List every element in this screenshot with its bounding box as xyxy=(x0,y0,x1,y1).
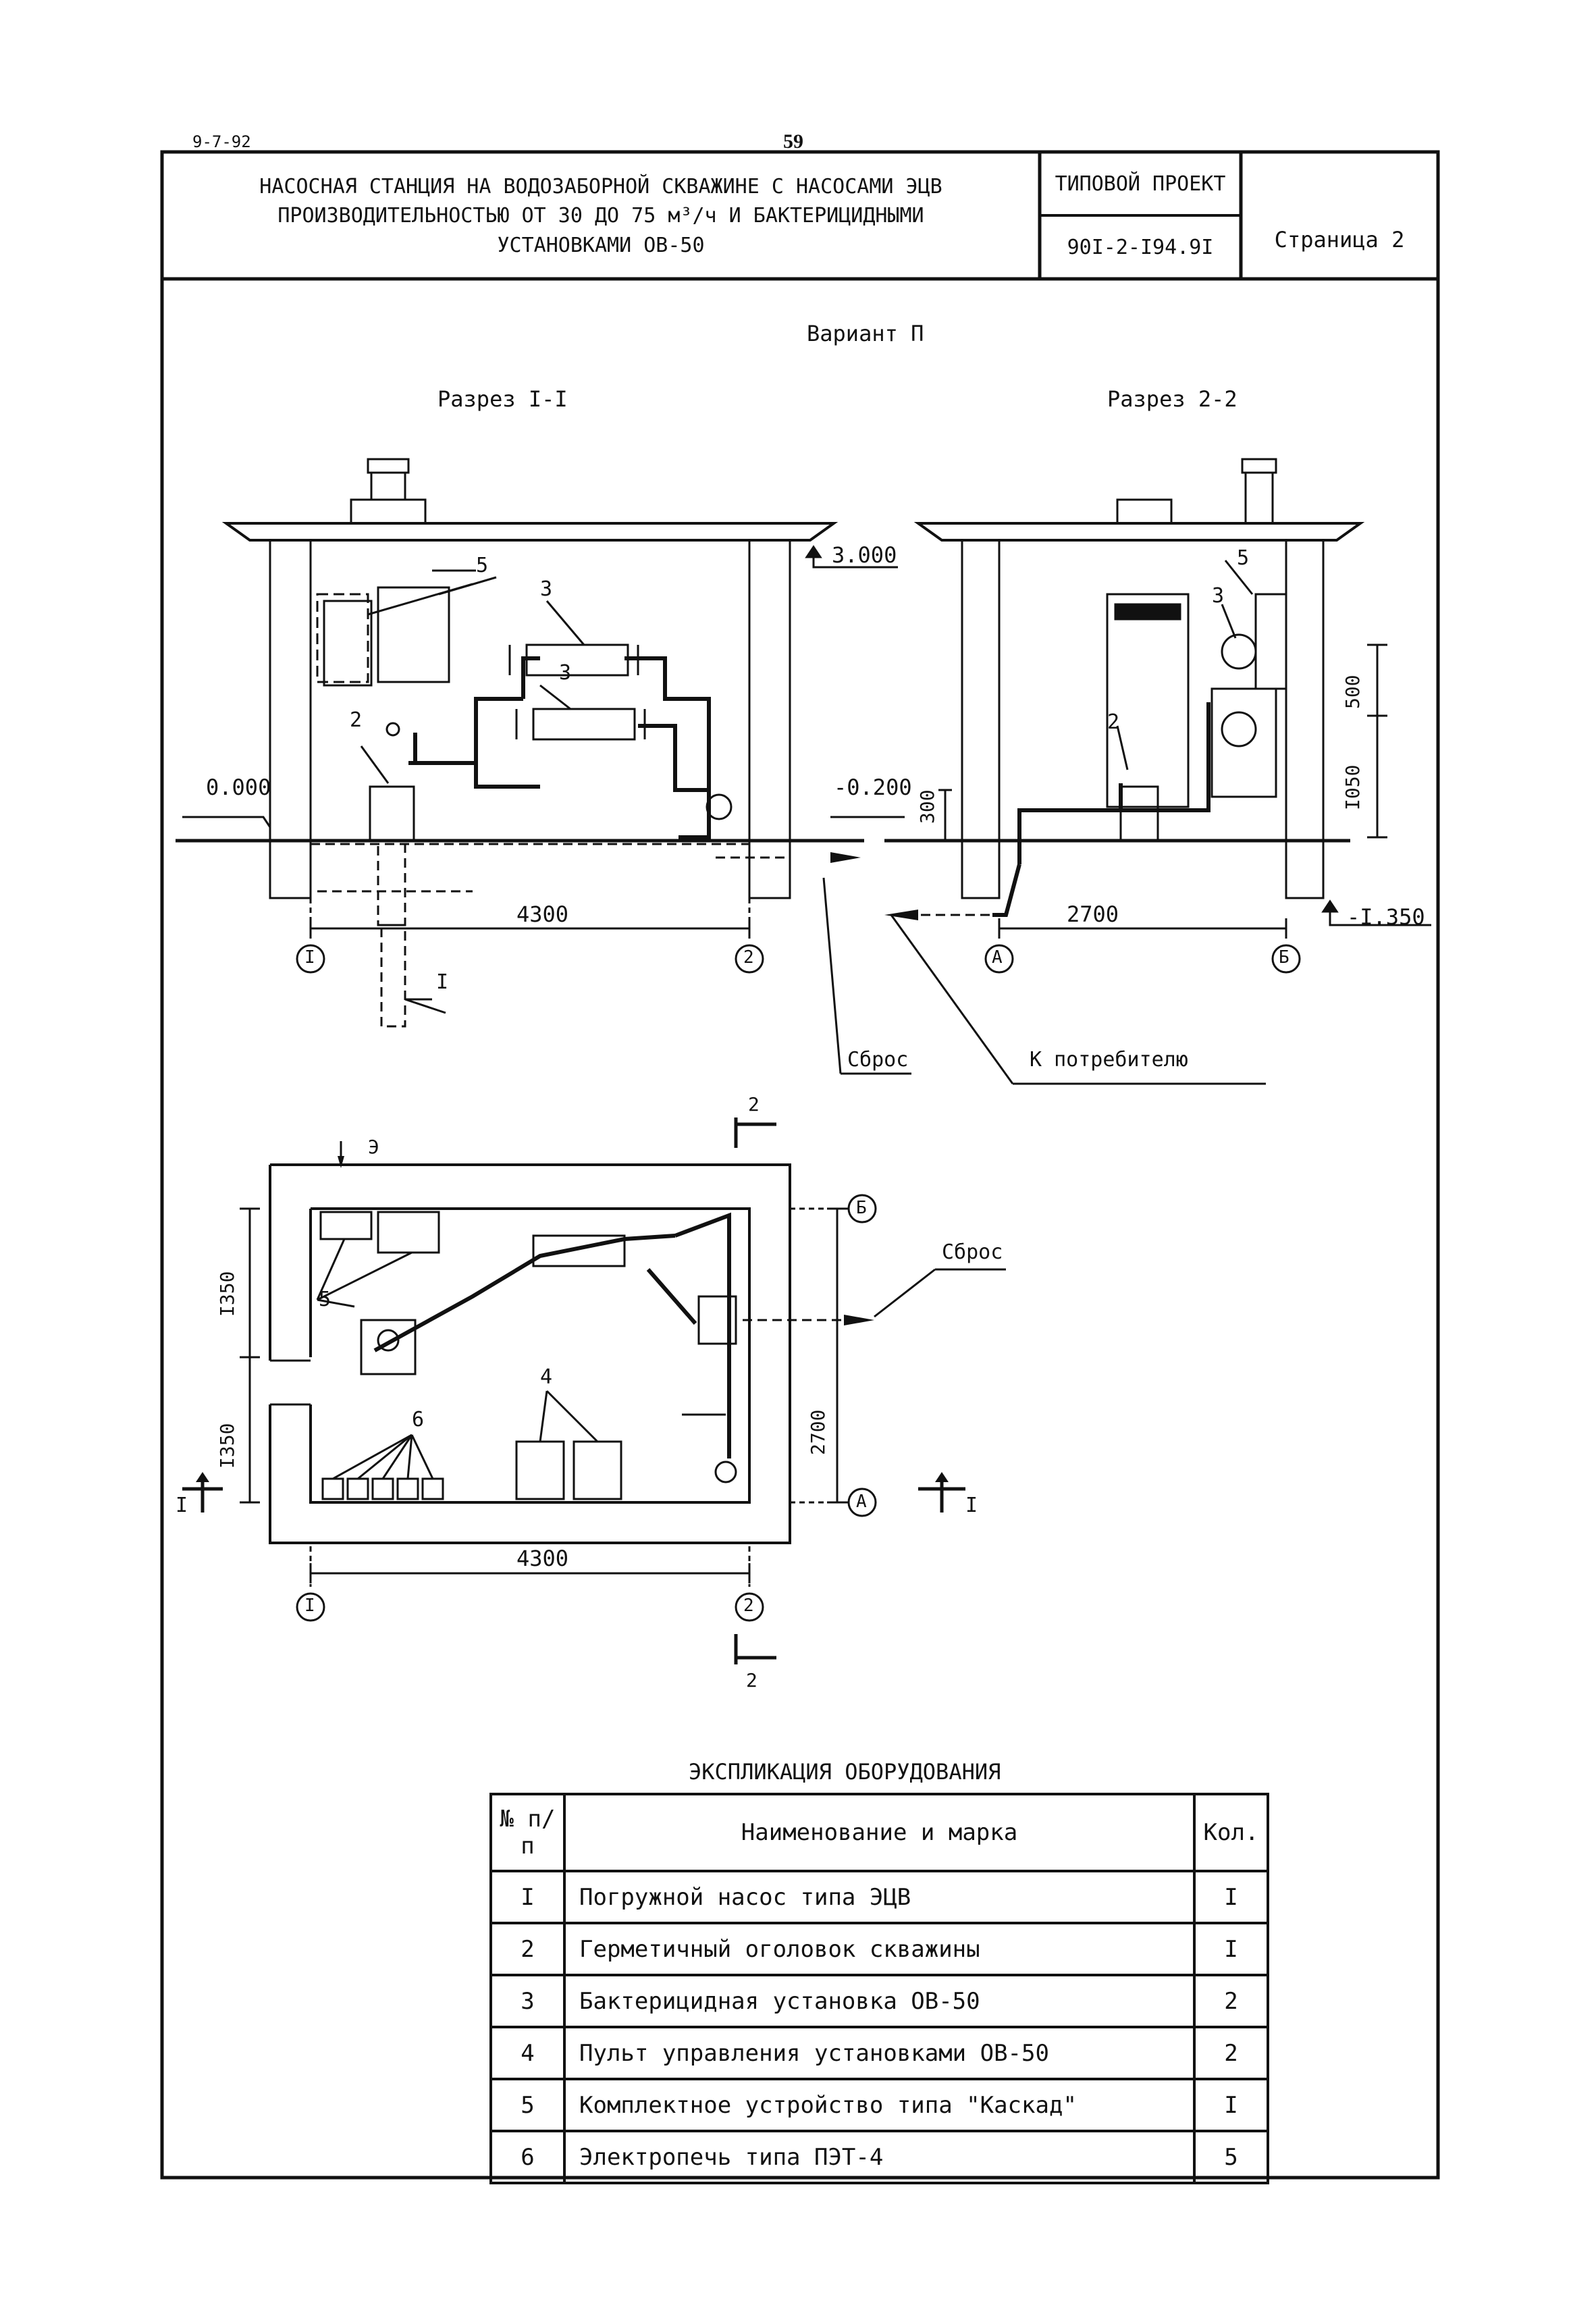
section-2-width-dim: 2700 xyxy=(1067,901,1119,927)
callout-5-s2: 5 xyxy=(1237,546,1250,570)
row-name: Герметичный оголовок скважины xyxy=(563,1922,1196,1976)
plan-dim-4300: 4300 xyxy=(516,1546,569,1571)
plan-callout-5: 5 xyxy=(319,1288,331,1311)
section-mark-1-left: I xyxy=(176,1494,188,1517)
callout-1: I xyxy=(436,970,449,994)
elevation-floor: 0.000 xyxy=(206,774,271,800)
col-qty-header: Кол. xyxy=(1193,1793,1269,1872)
plan-dim-2700: 2700 xyxy=(807,1409,829,1455)
plan-callout-6: 6 xyxy=(412,1408,425,1431)
doc-code: 9-7-92 xyxy=(192,132,251,151)
title-line-1: НАСОСНАЯ СТАНЦИЯ НА ВОДОЗАБОРНОЙ СКВАЖИН… xyxy=(259,174,942,199)
explication-table: № п/п Наименование и марка Кол. I Погруж… xyxy=(489,1793,1269,2184)
row-qty: 5 xyxy=(1193,2130,1269,2184)
col-num-header: № п/п xyxy=(489,1793,566,1872)
callout-3b: 3 xyxy=(559,661,572,685)
variant-title: Вариант П xyxy=(807,321,924,346)
table-row: 2 Герметичный оголовок скважины I xyxy=(489,1922,1269,1976)
table-row: 6 Электропечь типа ПЭТ-4 5 xyxy=(489,2130,1269,2184)
dim-1050: I050 xyxy=(1341,764,1364,810)
plan-axis-1: I xyxy=(304,1596,315,1616)
row-qty: I xyxy=(1193,2078,1269,2132)
section-mark-2-top: 2 xyxy=(748,1093,760,1115)
section-mark-1-right: I xyxy=(965,1494,978,1517)
row-name: Пульт управления установками ОВ-50 xyxy=(563,2026,1196,2080)
axis-a: А xyxy=(992,947,1003,968)
elevation-low: -I.350 xyxy=(1347,904,1425,930)
title-line-3: УСТАНОВКАМИ ОВ-50 xyxy=(497,233,705,257)
explication-title: ЭКСПЛИКАЦИЯ ОБОРУДОВАНИЯ xyxy=(689,1759,1001,1785)
dim-500: 500 xyxy=(1341,675,1364,709)
row-num: 6 xyxy=(489,2130,566,2184)
plan-dim-1350-bottom: I350 xyxy=(216,1423,238,1469)
callout-2: 2 xyxy=(350,708,363,732)
callout-3-s2: 3 xyxy=(1212,584,1225,608)
plan-axis-2: 2 xyxy=(743,1596,754,1616)
row-name: Электропечь типа ПЭТ-4 xyxy=(563,2130,1196,2184)
table-row: I Погружной насос типа ЭЦВ I xyxy=(489,1870,1269,1924)
section-2-title: Разрез 2-2 xyxy=(1107,386,1238,412)
sheet-label: Страница 2 xyxy=(1274,227,1405,253)
row-qty: I xyxy=(1193,1870,1269,1924)
plan-axis-b: Б xyxy=(856,1198,867,1218)
page-number: 59 xyxy=(783,130,803,153)
plan-dim-1350-top: I350 xyxy=(216,1271,238,1317)
table-row: 4 Пульт управления установками ОВ-50 2 xyxy=(489,2026,1269,2080)
title-line-2: ПРОИЗВОДИТЕЛЬНОСТЬЮ ОТ 30 ДО 75 м³/ч И Б… xyxy=(277,204,924,228)
axis-b: Б xyxy=(1279,947,1289,968)
section-mark-2-bottom: 2 xyxy=(746,1669,757,1691)
row-num: 5 xyxy=(489,2078,566,2132)
elevation-top: 3.000 xyxy=(832,542,897,568)
section-2-drawing xyxy=(830,458,1431,1085)
dim-300: 300 xyxy=(916,789,938,824)
section-1-width-dim: 4300 xyxy=(516,901,569,927)
table-row: 5 Комплектное устройство типа "Каскад" I xyxy=(489,2078,1269,2132)
row-qty: I xyxy=(1193,1922,1269,1976)
section-1-drawing xyxy=(176,458,911,1075)
plan-callout-4: 4 xyxy=(540,1365,553,1389)
plan-discharge-label: Сброс xyxy=(942,1240,1003,1264)
electric-mark: Э xyxy=(368,1136,379,1158)
row-num: 4 xyxy=(489,2026,566,2080)
plan-drawing xyxy=(182,1117,1006,1664)
project-code: 90I-2-I94.9I xyxy=(1067,235,1214,259)
callout-3a: 3 xyxy=(540,577,553,601)
row-name: Погружной насос типа ЭЦВ xyxy=(563,1870,1196,1924)
table-header-row: № п/п Наименование и марка Кол. xyxy=(489,1793,1269,1872)
row-name: Комплектное устройство типа "Каскад" xyxy=(563,2078,1196,2132)
project-label: ТИПОВОЙ ПРОЕКТ xyxy=(1055,172,1226,196)
to-consumer-label: К потребителю xyxy=(1030,1048,1188,1072)
plan-axis-a: А xyxy=(856,1492,867,1512)
discharge-label: Сброс xyxy=(847,1048,909,1072)
col-name-header: Наименование и марка xyxy=(563,1793,1196,1872)
elevation-mid: -0.200 xyxy=(834,774,912,800)
axis-1: I xyxy=(304,947,315,968)
row-name: Бактерицидная установка ОВ-50 xyxy=(563,1974,1196,2028)
row-num: I xyxy=(489,1870,566,1924)
row-num: 2 xyxy=(489,1922,566,1976)
row-qty: 2 xyxy=(1193,2026,1269,2080)
table-row: 3 Бактерицидная установка ОВ-50 2 xyxy=(489,1974,1269,2028)
section-1-title: Разрез I-I xyxy=(437,386,568,412)
row-qty: 2 xyxy=(1193,1974,1269,2028)
callout-2-s2: 2 xyxy=(1107,710,1120,734)
axis-2: 2 xyxy=(743,947,754,968)
callout-5: 5 xyxy=(476,554,489,577)
drawing-title: НАСОСНАЯ СТАНЦИЯ НА ВОДОЗАБОРНОЙ СКВАЖИН… xyxy=(165,155,1036,277)
row-num: 3 xyxy=(489,1974,566,2028)
